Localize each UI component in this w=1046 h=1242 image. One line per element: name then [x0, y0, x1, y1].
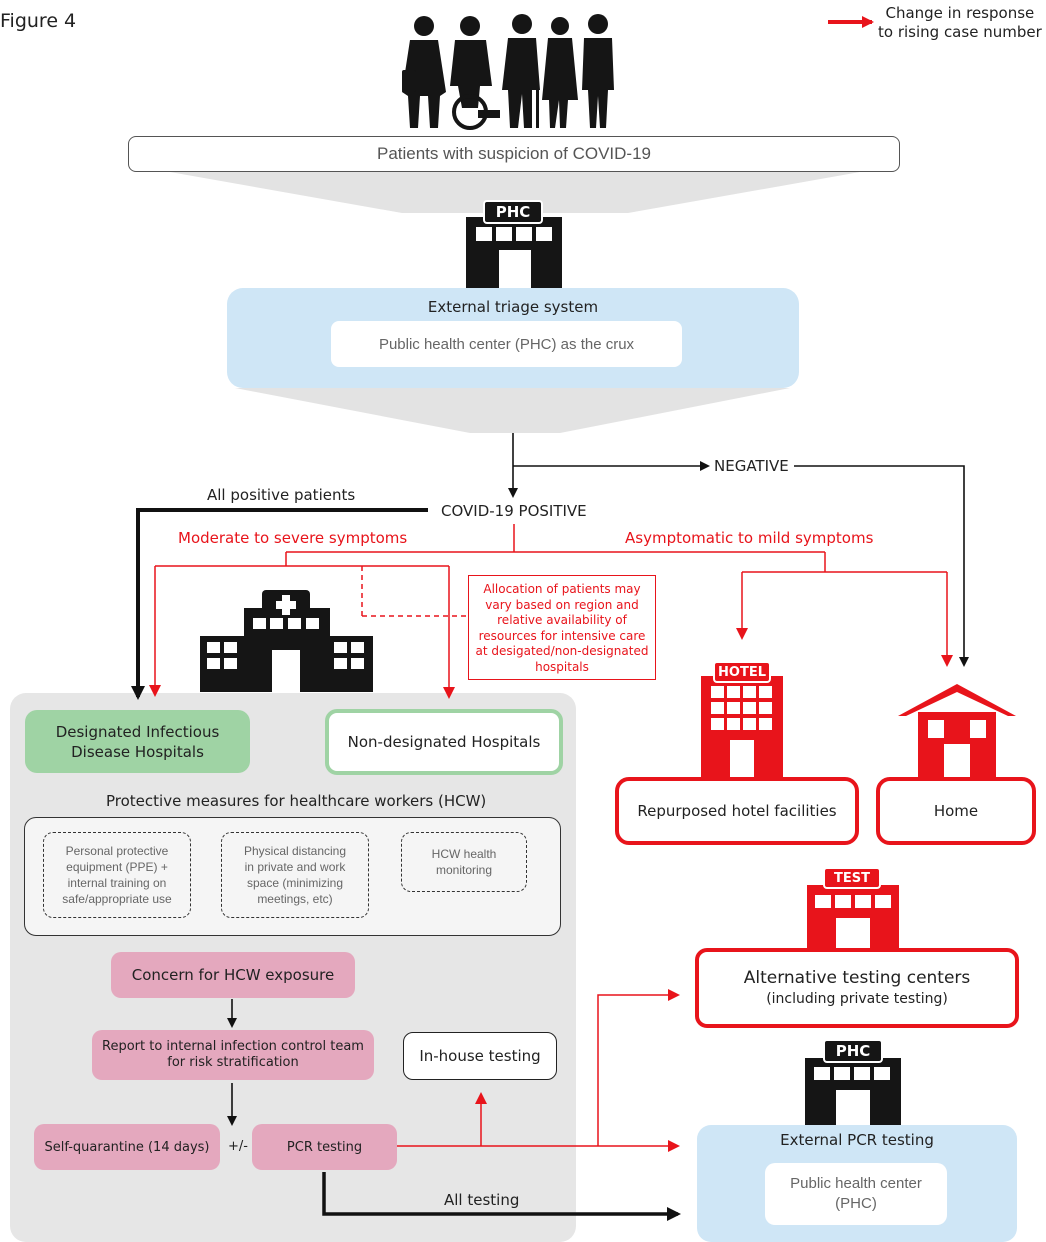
hospital-building-icon [200, 590, 373, 692]
figure-label: Figure 4 [0, 10, 77, 32]
allocation-line: Allocation of patients may [483, 582, 641, 596]
protective-title: Protective measures for healthcare worke… [106, 792, 487, 810]
measure-monitoring: HCW health monitoring [401, 832, 527, 892]
external-pcr-sub-line-1: Public health center [790, 1175, 922, 1192]
monitoring-line: HCW health [431, 847, 497, 861]
distancing-line: space (minimizing [246, 876, 344, 890]
triage-box: External triage system Public health cen… [227, 288, 799, 388]
external-pcr-title: External PCR testing [780, 1131, 934, 1149]
measure-distancing: Physical distancing in private and work … [221, 832, 369, 918]
concern-box: Concern for HCW exposure [111, 952, 355, 998]
red-connectors [149, 524, 953, 1152]
black-connectors [131, 433, 969, 1221]
designated-line-1: Designated Infectious [55, 722, 220, 741]
allocation-line: relative availability of [497, 613, 627, 627]
covid-positive-label: COVID-19 POSITIVE [441, 502, 587, 520]
patients-box: Patients with suspicion of COVID-19 [128, 136, 900, 172]
legend-text: Change in response to rising case number [878, 4, 1042, 42]
distancing-line: in private and work [244, 860, 346, 874]
designated-hospitals-box: Designated Infectious Disease Hospitals [25, 710, 250, 773]
test-building-icon [807, 867, 899, 949]
distancing-line: meetings, etc) [257, 892, 333, 906]
negative-label: NEGATIVE [714, 457, 789, 475]
home-icon [898, 684, 1016, 780]
asymptomatic-label: Asymptomatic to mild symptoms [625, 529, 874, 547]
self-quarantine-box: Self-quarantine (14 days) [34, 1124, 220, 1170]
test-sign: TEST [834, 870, 870, 886]
report-box: Report to internal infection control tea… [92, 1030, 374, 1080]
measure-ppe: Personal protective equipment (PPE) + in… [43, 832, 191, 918]
ppe-line: Personal protective [65, 844, 169, 858]
all-testing-label: All testing [444, 1191, 520, 1209]
designated-line-2: Disease Hospitals [71, 742, 204, 761]
alternative-testing-box: Alternative testing centers (including p… [695, 948, 1019, 1028]
home-box: Home [876, 777, 1036, 845]
distancing-line: Physical distancing [243, 844, 347, 858]
hotel-facilities-box: Repurposed hotel facilities [615, 777, 859, 845]
ppe-line: equipment (PPE) + [66, 860, 168, 874]
hotel-sign: HOTEL [718, 664, 766, 680]
alt-testing-sub: (including private testing) [766, 991, 948, 1007]
allocation-line: hospitals [535, 659, 589, 674]
external-pcr-sub: Public health center (PHC) [765, 1163, 947, 1225]
report-line-2: for risk stratification [167, 1055, 299, 1070]
monitoring-line: monitoring [435, 863, 493, 877]
alt-testing-title: Alternative testing centers [743, 968, 971, 988]
plus-minus-label: +/- [228, 1139, 248, 1154]
phc-sign-bottom: PHC [835, 1042, 871, 1060]
phc-building-icon-top [466, 200, 562, 288]
legend-line-2: to rising case number [878, 23, 1042, 41]
funnel-bottom [235, 388, 790, 433]
moderate-label: Moderate to severe symptoms [178, 529, 408, 547]
patients-silhouettes-icon [402, 14, 614, 130]
all-positive-label: All positive patients [207, 486, 356, 504]
phc-building-icon-bottom [805, 1039, 901, 1126]
ppe-line: internal training on [67, 876, 167, 890]
measures-box: Personal protective equipment (PPE) + in… [24, 817, 561, 936]
pcr-testing-box: PCR testing [252, 1124, 397, 1170]
allocation-note: Allocation of patients may vary based on… [468, 575, 656, 680]
inhouse-testing-box: In-house testing [403, 1032, 557, 1080]
ppe-line: safe/appropriate use [62, 892, 172, 906]
phc-sign-top: PHC [495, 203, 531, 221]
external-pcr-box: External PCR testing Public health cente… [697, 1125, 1017, 1242]
non-designated-hospitals-box: Non-designated Hospitals [325, 709, 563, 775]
triage-title: External triage system [427, 298, 599, 316]
report-line-1: Report to internal infection control tea… [102, 1039, 364, 1054]
legend-line-1: Change in response [885, 4, 1035, 22]
external-pcr-sub-line-2: (PHC) [835, 1195, 877, 1212]
funnel-top [170, 172, 860, 213]
hotel-building-icon [701, 661, 783, 780]
allocation-line: at desigated/non-designated [475, 644, 649, 658]
allocation-line: resources for intensive care [478, 628, 646, 643]
triage-sub: Public health center (PHC) as the crux [331, 321, 682, 367]
allocation-line: vary based on region and [485, 597, 639, 612]
